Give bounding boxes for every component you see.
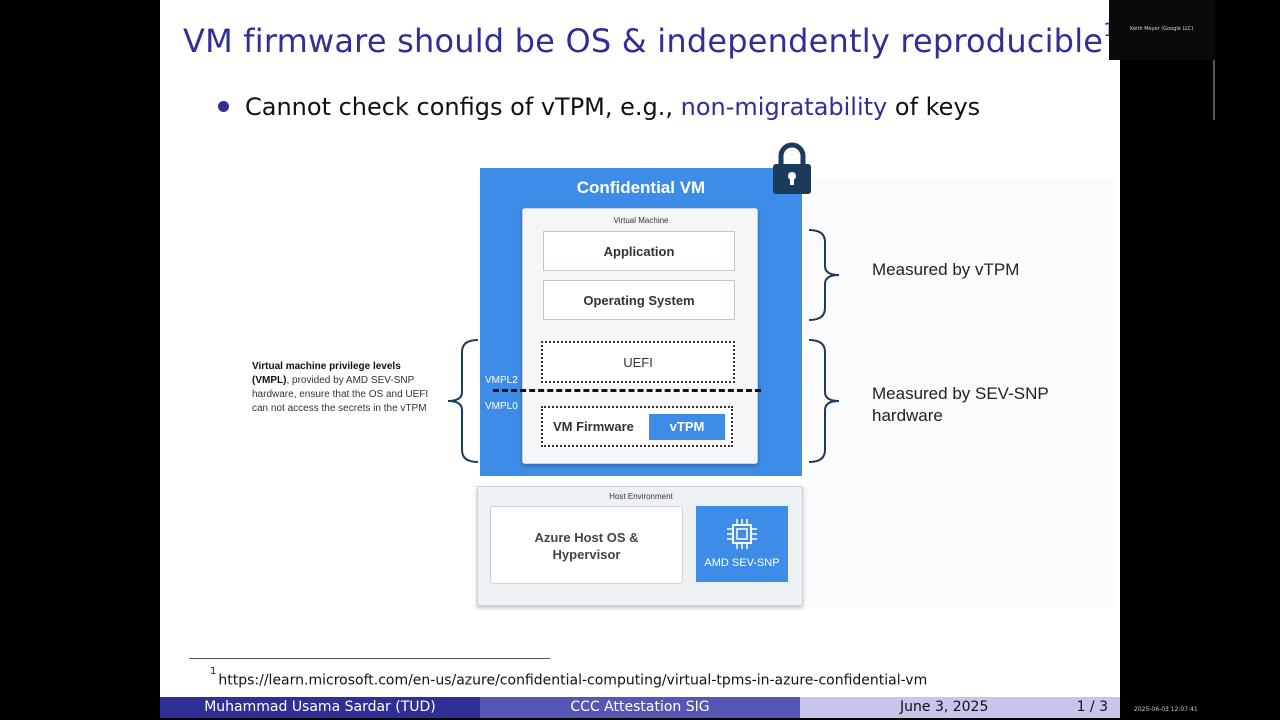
- footer-right: June 3, 2025 1 / 3: [800, 697, 1120, 718]
- brace-vtpm-icon: [808, 229, 840, 321]
- measured-by-vtpm-label: Measured by vTPM: [872, 260, 1020, 279]
- vmpl0-label: VMPL0: [485, 401, 518, 412]
- brace-vmpl-icon: [447, 339, 479, 463]
- bullet-item: Cannot check configs of vTPM, e.g., non-…: [218, 93, 980, 121]
- amd-sev-snp-box: AMD SEV-SNP: [696, 506, 788, 582]
- bullet-text-before: Cannot check configs of vTPM, e.g.,: [245, 93, 681, 121]
- footnote-link[interactable]: https://learn.microsoft.com/en-us/azure/…: [218, 672, 928, 689]
- host-os-line2: Hypervisor: [552, 547, 621, 562]
- host-environment-label: Host Environment: [609, 492, 673, 501]
- host-environment-box: Host Environment Azure Host OS & Hypervi…: [477, 486, 803, 606]
- right-accent-line: [1213, 60, 1215, 120]
- diagram-background: [805, 178, 1115, 608]
- azure-host-os-box: Azure Host OS & Hypervisor: [490, 506, 683, 584]
- vmpl-description-bold: Virtual machine privilege levels (VMPL): [252, 361, 401, 386]
- footer-event: CCC Attestation SIG: [480, 697, 800, 718]
- footer-page-number: 1 / 3: [1076, 699, 1108, 715]
- application-box: Application: [543, 231, 735, 271]
- architecture-diagram: Confidential VM VMPL2 VMPL0 Virtual Mach…: [245, 138, 1115, 618]
- vmpl2-label: VMPL2: [485, 375, 518, 386]
- footer-date: June 3, 2025: [900, 699, 989, 715]
- participant-name: Keith Moyer (Google LLC): [1130, 26, 1194, 32]
- operating-system-box: Operating System: [543, 280, 735, 320]
- vm-firmware-box: VM Firmware vTPM: [541, 406, 733, 447]
- virtual-machine-label: Virtual Machine: [613, 216, 669, 225]
- vmpl-description: Virtual machine privilege levels (VMPL),…: [252, 360, 432, 416]
- footer-author: Muhammad Usama Sardar (TUD): [160, 697, 480, 718]
- confidential-vm-title: Confidential VM: [576, 178, 706, 197]
- chip-icon: [727, 519, 757, 549]
- vmpl-description-rest: , provided by AMD SEV-SNP hardware, ensu…: [252, 375, 429, 414]
- slide-footer: Muhammad Usama Sardar (TUD) CCC Attestat…: [160, 697, 1120, 718]
- uefi-box: UEFI: [541, 341, 735, 383]
- vtpm-box: vTPM: [649, 414, 725, 440]
- footnote-rule: [189, 658, 550, 659]
- measured-by-sevsnp-label: Measured by SEV-SNP hardware: [872, 384, 1049, 425]
- virtual-machine-box: Virtual Machine Application Operating Sy…: [522, 208, 758, 464]
- host-os-line1: Azure Host OS &: [534, 530, 639, 545]
- bullet-highlight: non-migratability: [680, 93, 888, 121]
- bullet-text-after: of keys: [887, 93, 981, 121]
- slide-title: VM firmware should be OS & independently…: [183, 19, 1115, 60]
- participant-video-tile[interactable]: Keith Moyer (Google LLC): [1109, 0, 1215, 60]
- slide: VM firmware should be OS & independently…: [160, 0, 1120, 718]
- lock-icon: [773, 142, 811, 194]
- footnote: 1https://learn.microsoft.com/en-us/azure…: [210, 666, 928, 689]
- brace-sevsnp-icon: [808, 339, 840, 463]
- slide-title-text: VM firmware should be OS & independently…: [183, 22, 1104, 60]
- vmpl-boundary-line: [493, 389, 761, 392]
- amd-sev-snp-label: AMD SEV-SNP: [704, 557, 780, 569]
- vm-firmware-label: VM Firmware: [553, 419, 634, 434]
- recording-timestamp: 2025-06-03 12:07:41: [1134, 706, 1198, 713]
- bullet-dot-icon: [218, 101, 229, 112]
- footnote-mark: 1: [210, 666, 217, 677]
